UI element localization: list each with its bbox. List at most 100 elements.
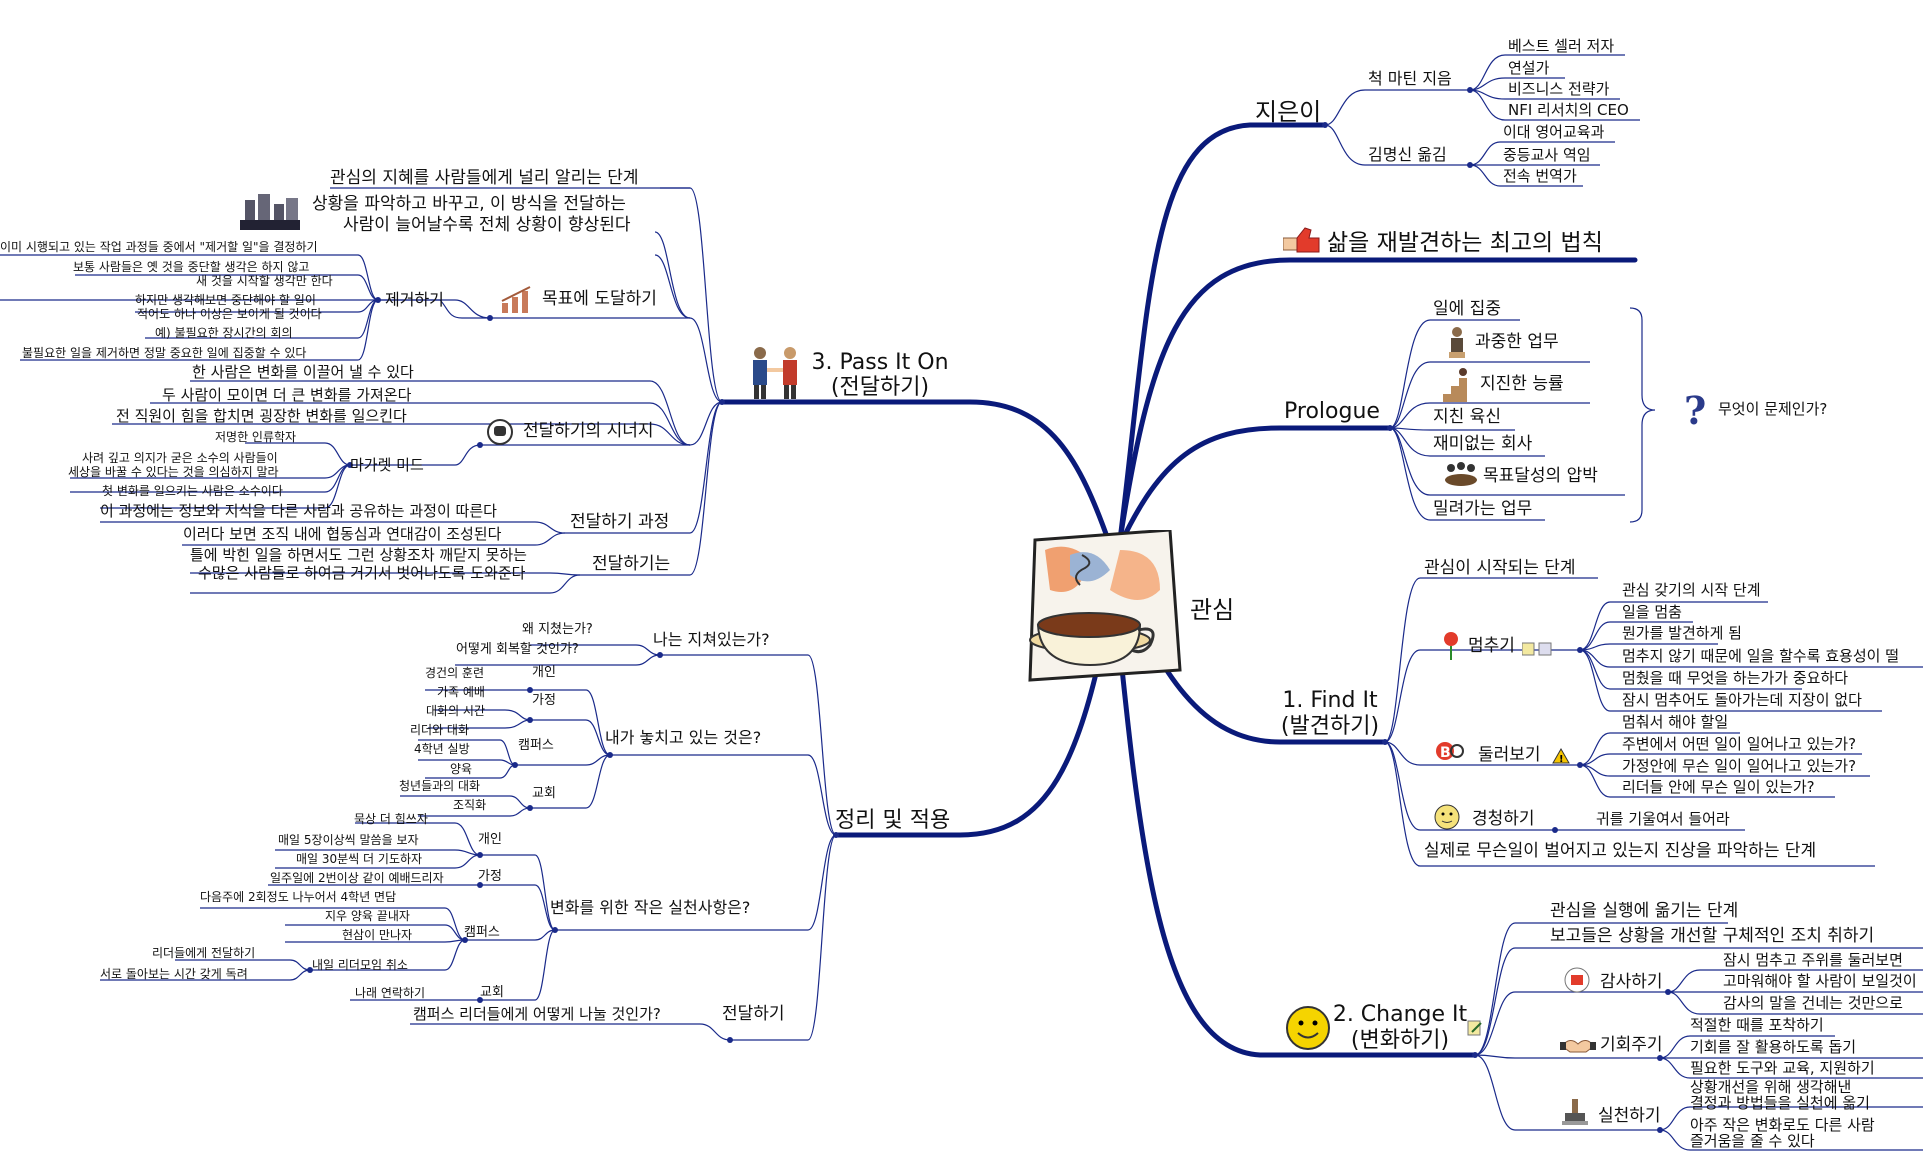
topic-pass-line2[interactable]: (전달하기) [830, 375, 930, 400]
practice-campus-item[interactable]: 지우 양육 끝내자 [325, 909, 410, 923]
practice-leader-item[interactable]: 리더들에게 전달하기 [152, 946, 256, 960]
topic-deliver[interactable]: 전달하기 [722, 1004, 785, 1024]
remove-item[interactable]: 보통 사람들은 옛 것을 중단할 생각은 하지 않고 [73, 260, 310, 274]
practice-church[interactable]: 교회 [480, 985, 504, 1000]
prologue-item[interactable]: 지친 육신 [1433, 407, 1501, 427]
topic-stop[interactable]: 멈추기 [1468, 636, 1515, 656]
missing-campus-item[interactable]: 4학년 실방 [414, 742, 470, 756]
look-item[interactable]: 멈춰서 해야 할일 [1622, 713, 1729, 731]
topic-author[interactable]: 지은이 [1255, 98, 1322, 126]
topic-goal[interactable]: 목표에 도달하기 [542, 289, 657, 309]
remove-item[interactable]: 예) 불필요한 장시간의 회의 [155, 326, 293, 340]
chance-item[interactable]: 기회를 잘 활용하도록 돕기 [1690, 1038, 1857, 1056]
topic-passing[interactable]: 전달하기는 [592, 554, 671, 574]
remove-item[interactable]: 이미 시행되고 있는 작업 과정들 중에서 "제거할 일"을 결정하기 [0, 240, 318, 254]
writer-item[interactable]: 연설가 [1508, 59, 1550, 77]
remove-item[interactable]: 불필요한 일을 제거하면 정말 중요한 일에 집중할 수 있다 [22, 346, 307, 360]
topic-law[interactable]: 삶을 재발견하는 최고의 법칙 [1327, 230, 1603, 256]
topic-tired[interactable]: 나는 지쳐있는가? [653, 630, 770, 649]
topic-look[interactable]: 둘러보기 [1478, 745, 1541, 765]
topic-remove[interactable]: 제거하기 [385, 290, 444, 309]
practice-family-item[interactable]: 일주일에 2번이상 같이 예배드리자 [270, 871, 444, 885]
topic-listen[interactable]: 경청하기 [1472, 809, 1535, 829]
passing-item[interactable]: 수많은 사람들로 하여금 거기서 벗어나도록 도와준다 [198, 564, 526, 582]
center-topic[interactable]: 관심 [1190, 596, 1235, 624]
prologue-item[interactable]: 일에 집중 [1433, 299, 1501, 319]
look-item[interactable]: 리더들 안에 무슨 일이 있는가? [1622, 778, 1815, 796]
topic-pass-line1[interactable]: 3. Pass It On [811, 350, 949, 375]
remove-item[interactable]: 적어도 하나 이상은 보이게 될 것이다 [137, 307, 322, 321]
topic-practice[interactable]: 변화를 위한 작은 실천사항은? [550, 898, 751, 917]
missing-family[interactable]: 가정 [532, 693, 556, 708]
act-item[interactable]: 즐거움을 줄 수 있다 [1690, 1132, 1815, 1150]
prologue-item[interactable]: 재미없는 회사 [1433, 434, 1533, 454]
topic-missing[interactable]: 내가 놓치고 있는 것은? [605, 728, 762, 747]
writer-item[interactable]: NFI 리서치의 CEO [1508, 101, 1629, 119]
find-start[interactable]: 관심이 시작되는 단계 [1424, 558, 1576, 578]
writer-item[interactable]: 비즈니스 전략가 [1508, 80, 1610, 98]
topic-synergy[interactable]: 전달하기의 시너지 [523, 421, 654, 441]
missing-campus-item[interactable]: 양육 [450, 762, 473, 776]
topic-act[interactable]: 실천하기 [1598, 1106, 1661, 1126]
missing-church-item[interactable]: 조직화 [453, 798, 487, 812]
translator-item[interactable]: 이대 영어교육과 [1503, 123, 1605, 141]
topic-find-line2[interactable]: (발견하기) [1280, 714, 1380, 739]
remove-item[interactable]: 하지만 생각해보면 중단해야 할 일이 [135, 293, 316, 307]
pass-intro[interactable]: 상황을 파악하고 바꾸고, 이 방식을 전달하는 [312, 194, 626, 214]
practice-personal-item[interactable]: 묵상 더 힘쓰자 [354, 812, 428, 826]
prologue-item[interactable]: 과중한 업무 [1475, 332, 1559, 352]
margaret-item[interactable]: 저명한 인류학자 [215, 430, 297, 444]
remove-item[interactable]: 새 것을 시작할 생각만 한다 [196, 274, 333, 288]
stop-item[interactable]: 멈추지 않기 때문에 일을 할수록 효용성이 떨 [1622, 647, 1900, 665]
practice-leader-item[interactable]: 서로 돌아보는 시간 갖게 독려 [100, 967, 248, 981]
act-item[interactable]: 상황개선을 위해 생각해낸 [1690, 1078, 1852, 1096]
thanks-item[interactable]: 잠시 멈추고 주위를 둘러보면 [1723, 951, 1903, 969]
margaret-item[interactable]: 첫 변화를 일으키는 사람은 소수이다 [102, 484, 283, 498]
writer-item[interactable]: 베스트 셀러 저자 [1508, 37, 1615, 55]
chance-item[interactable]: 필요한 도구와 교육, 지원하기 [1690, 1059, 1875, 1077]
missing-church-item[interactable]: 청년들과의 대화 [399, 779, 481, 793]
topic-writer[interactable]: 척 마틴 지음 [1368, 69, 1452, 88]
pass-intro[interactable]: 사람이 늘어날수록 전체 상황이 향상된다 [343, 215, 631, 235]
look-item[interactable]: 주변에서 어떤 일이 일어나고 있는가? [1622, 735, 1857, 753]
deliver-item[interactable]: 캠퍼스 리더들에게 어떻게 나눌 것인가? [413, 1005, 661, 1023]
practice-family[interactable]: 가정 [478, 869, 502, 884]
listen-item[interactable]: 귀를 기울여서 들어라 [1596, 810, 1730, 828]
change-item[interactable]: 관심을 실행에 옮기는 단계 [1550, 901, 1739, 921]
missing-personal-item[interactable]: 경건의 훈련 [425, 666, 485, 680]
missing-church[interactable]: 교회 [532, 786, 556, 801]
missing-campus-item[interactable]: 리더와 대화 [410, 723, 470, 737]
passing-item[interactable]: 틀에 박힌 일을 하면서도 그런 상황조차 깨닫지 못하는 [190, 546, 527, 564]
practice-personal[interactable]: 개인 [478, 832, 502, 847]
find-end[interactable]: 실제로 무슨일이 벌어지고 있는지 진상을 파악하는 단계 [1424, 841, 1817, 861]
missing-personal[interactable]: 개인 [532, 665, 556, 680]
translator-item[interactable]: 전속 번역가 [1503, 167, 1577, 185]
stop-item[interactable]: 일을 멈춤 [1622, 603, 1682, 621]
translator-item[interactable]: 중등교사 역임 [1503, 146, 1591, 164]
synergy-item[interactable]: 전 직원이 힘을 합치면 굉장한 변화를 일으킨다 [116, 407, 407, 425]
topic-apply[interactable]: 정리 및 적용 [835, 808, 951, 833]
chance-item[interactable]: 적절한 때를 포착하기 [1690, 1016, 1824, 1034]
stop-item[interactable]: 관심 갖기의 시작 단계 [1622, 581, 1761, 599]
process-item[interactable]: 이 과정에는 정보와 지식을 다른 사람과 공유하는 과정이 따른다 [100, 502, 497, 520]
process-item[interactable]: 이러다 보면 조직 내에 협동심과 연대감이 조성된다 [183, 525, 502, 543]
thanks-item[interactable]: 고마워해야 할 사람이 보일것이 [1723, 972, 1917, 990]
topic-change-line2[interactable]: (변화하기) [1350, 1028, 1450, 1053]
topic-margaret[interactable]: 마가렛 미드 [350, 456, 424, 474]
topic-chance[interactable]: 기회주기 [1600, 1035, 1663, 1055]
practice-leader[interactable]: 내일 리더모임 취소 [312, 958, 408, 972]
practice-personal-item[interactable]: 매일 30분씩 더 기도하자 [296, 852, 423, 866]
topic-thanks[interactable]: 감사하기 [1600, 972, 1663, 992]
topic-change-line1[interactable]: 2. Change It [1332, 1002, 1468, 1027]
act-item[interactable]: 아주 작은 변화로도 다른 사람 [1690, 1116, 1875, 1134]
practice-campus-item[interactable]: 다음주에 2회정도 나누어서 4학년 면담 [200, 890, 397, 904]
prologue-item[interactable]: 밀려가는 업무 [1433, 499, 1533, 519]
tired-item[interactable]: 왜 지쳤는가? [522, 622, 593, 637]
pass-intro[interactable]: 관심의 지혜를 사람들에게 널리 알리는 단계 [330, 168, 639, 188]
look-item[interactable]: 가정안에 무슨 일이 일어나고 있는가? [1622, 757, 1857, 775]
change-item[interactable]: 보고들은 상황을 개선할 구체적인 조치 취하기 [1550, 926, 1875, 946]
practice-campus[interactable]: 캠퍼스 [464, 925, 500, 940]
practice-campus-item[interactable]: 현삼이 만나자 [342, 928, 413, 942]
stop-item[interactable]: 잠시 멈추어도 돌아가는데 지장이 없다 [1622, 691, 1862, 709]
synergy-item[interactable]: 한 사람은 변화를 이끌어 낼 수 있다 [192, 363, 414, 381]
